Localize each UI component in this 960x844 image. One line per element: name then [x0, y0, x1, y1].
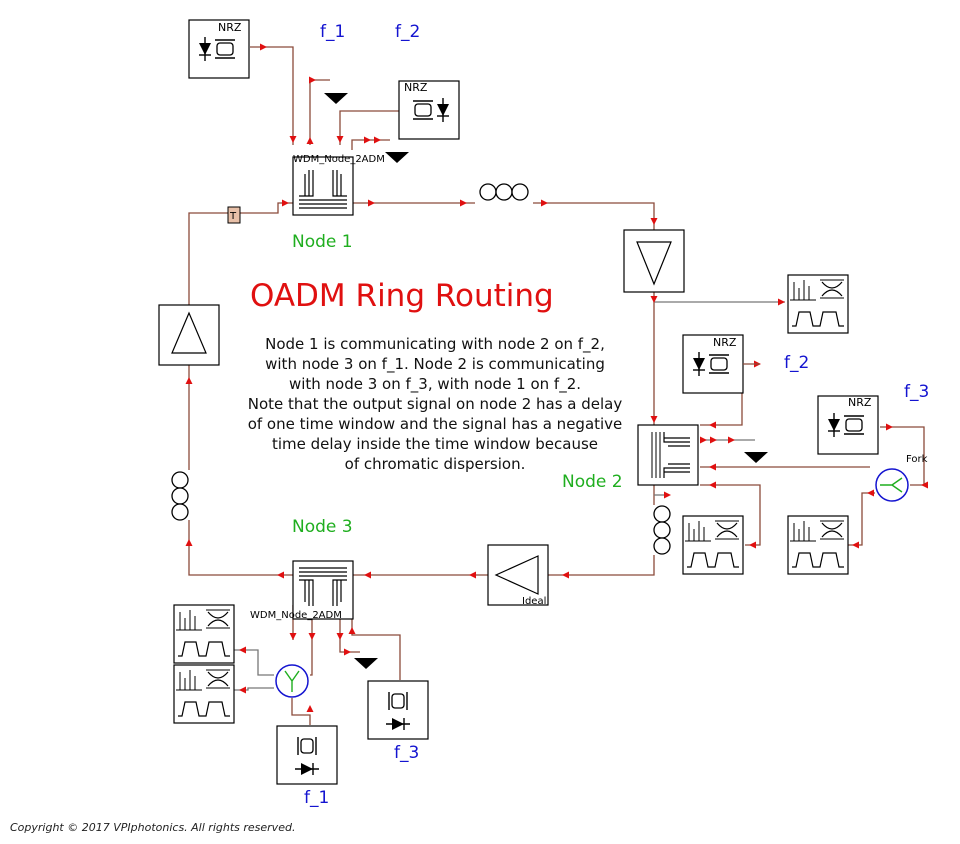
ideal-label: Ideal: [522, 596, 546, 607]
delay-label: T: [229, 211, 237, 222]
freq-label-f3-bottom: f_3: [394, 743, 419, 763]
nrz-label-3: NRZ: [713, 336, 737, 349]
node1-label: Node 1: [292, 232, 353, 252]
wdm-node3[interactable]: WDM_Node_2ADM: [250, 560, 354, 621]
rx-node3-f3[interactable]: [367, 680, 429, 740]
analyzer-node3-b[interactable]: [173, 664, 235, 724]
freq-label-f2-right: f_2: [784, 353, 809, 373]
description-line-1: Node 1 is communicating with node 2 on f…: [265, 335, 605, 354]
description-line-3: with node 3 on f_3, with node 1 on f_2.: [289, 375, 581, 394]
wdm-node1[interactable]: WDM_Node_2ADM: [292, 154, 385, 216]
fork-node2[interactable]: Fork: [875, 454, 928, 502]
analyzer-node1-out[interactable]: [787, 274, 849, 334]
nrz-label-4: NRZ: [848, 396, 872, 409]
description-line-5: of one time window and the signal has a …: [248, 415, 623, 433]
description-line-7: of chromatic dispersion.: [345, 455, 526, 473]
amplifier-right[interactable]: [623, 229, 685, 293]
node2-tx-nrz[interactable]: NRZ: [682, 334, 744, 394]
node3-label: Node 3: [292, 517, 353, 537]
diagram-title: OADM Ring Routing: [250, 278, 554, 314]
fiber-coil-2[interactable]: [653, 505, 671, 555]
tx-node3-f1[interactable]: [276, 725, 338, 785]
description-line-4: Note that the output signal on node 2 ha…: [248, 395, 623, 413]
fork-label: Fork: [906, 454, 928, 465]
node1-tx-nrz[interactable]: NRZ: [188, 19, 250, 79]
freq-label-f2-top: f_2: [395, 22, 420, 42]
copyright: Copyright © 2017 VPIphotonics. All right…: [10, 821, 295, 834]
wdm-node1-label: WDM_Node_2ADM: [293, 154, 385, 165]
fiber-coil-1[interactable]: [479, 183, 529, 201]
analyzer-node3-a[interactable]: [173, 604, 235, 664]
freq-label-f1-top: f_1: [320, 22, 345, 42]
description-line-6: time delay inside the time window becaus…: [272, 435, 598, 453]
wdm-node2[interactable]: [637, 424, 699, 486]
delay-block[interactable]: T: [227, 206, 241, 224]
description-line-2: with node 3 on f_1. Node 2 is communicat…: [265, 355, 605, 374]
freq-label-f3-right: f_3: [904, 382, 929, 402]
fiber-coil-3[interactable]: [171, 471, 189, 521]
amplifier-left[interactable]: [158, 304, 220, 366]
nrz-label: NRZ: [218, 21, 242, 34]
amplifier-ideal[interactable]: Ideal: [487, 544, 549, 607]
description: Node 1 is communicating with node 2 on f…: [248, 335, 623, 473]
fork-node3[interactable]: [275, 664, 309, 698]
analyzer-node2-a[interactable]: [682, 515, 744, 575]
node1-tx-nrz-2[interactable]: NRZ: [398, 80, 460, 140]
analyzer-node2-b[interactable]: [787, 515, 849, 575]
freq-label-f1-bottom: f_1: [304, 788, 329, 808]
wdm-node3-label: WDM_Node_2ADM: [250, 610, 342, 621]
node3-tx-nrz-f3[interactable]: NRZ: [817, 395, 879, 455]
node2-label: Node 2: [562, 472, 623, 492]
nrz-label-2: NRZ: [404, 81, 428, 94]
